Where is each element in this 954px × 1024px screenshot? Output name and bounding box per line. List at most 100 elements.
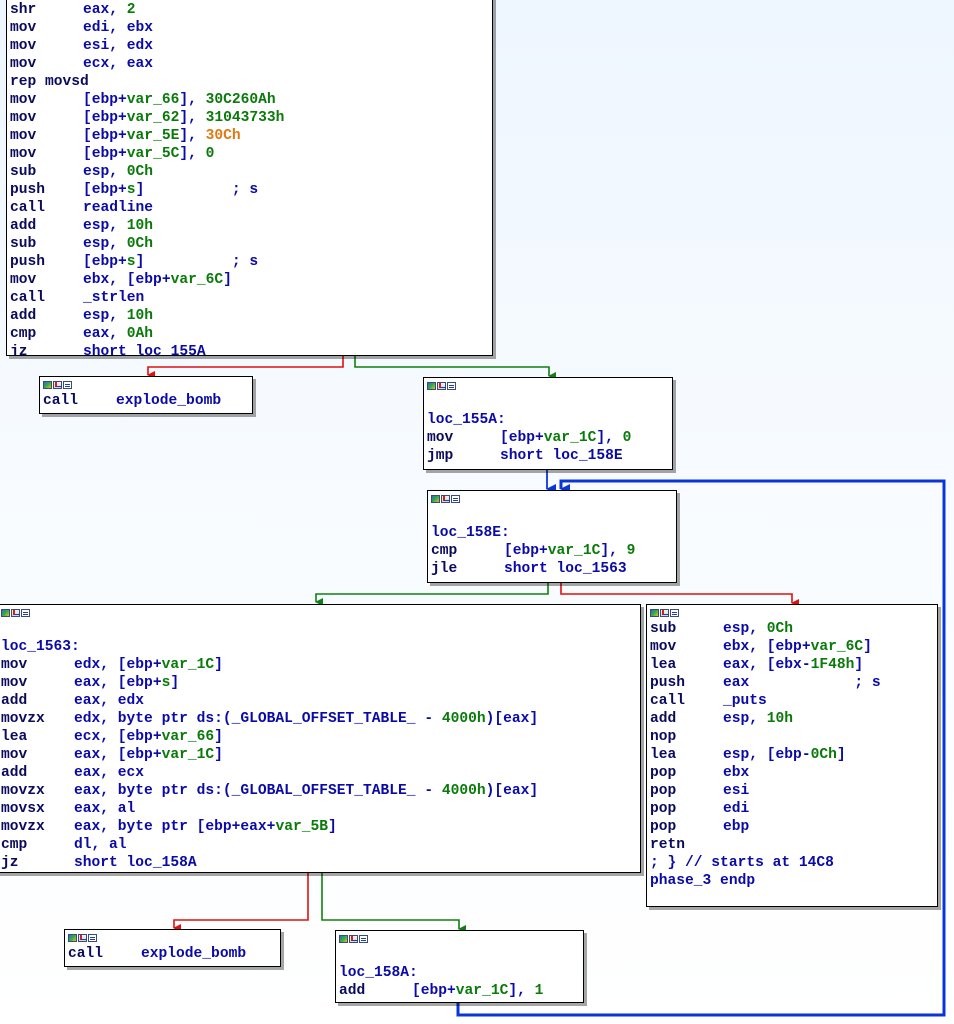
operand-ops[interactable]: ] — [135, 182, 145, 198]
mnemonic[interactable]: mov — [10, 146, 37, 162]
operand-ops[interactable]: eax — [723, 675, 750, 691]
block-header[interactable] — [650, 607, 937, 619]
operand-ops[interactable]: eax, [ebp+ — [74, 675, 162, 691]
operand-ops[interactable]: ], — [179, 146, 206, 162]
operand-num[interactable]: 10h — [126, 218, 154, 234]
mnemonic[interactable]: movzx — [1, 819, 45, 835]
operand-num[interactable]: 10h — [766, 711, 794, 727]
operand-ops[interactable]: ebx — [723, 765, 750, 781]
operand-ops[interactable]: [ebp+ — [83, 92, 127, 108]
text-icon[interactable] — [88, 934, 97, 942]
operand-num[interactable]: 0Ch — [126, 236, 154, 252]
mnemonic[interactable]: call — [68, 946, 104, 962]
asm-line[interactable]: phase_3 endp — [650, 872, 937, 890]
operand-ops[interactable]: ], — [596, 430, 623, 446]
mnemonic[interactable]: mov — [1, 747, 28, 763]
operand-cmt[interactable]: ; s — [749, 675, 881, 691]
mnemonic[interactable]: add — [339, 983, 366, 999]
operand-ops[interactable]: [ebp+ — [504, 543, 548, 559]
color-icon[interactable] — [650, 609, 659, 617]
mnemonic[interactable]: sub — [650, 621, 677, 637]
operand-sym[interactable]: short loc_158A — [74, 855, 197, 871]
operand-sym[interactable]: short loc_155A — [83, 344, 206, 356]
asm-line[interactable]: call_strlen — [10, 289, 492, 307]
asm-line[interactable]: add[ebp+var_1C], 1 — [339, 982, 583, 1000]
asm-line[interactable]: mov[ebp+var_5E], 30Ch — [10, 127, 492, 145]
asm-line[interactable]: rep movsd — [10, 73, 492, 91]
operand-var[interactable]: s — [161, 675, 171, 691]
operand-num[interactable]: 9 — [626, 543, 636, 559]
mnemonic[interactable]: lea — [650, 747, 677, 763]
block-header[interactable] — [427, 380, 672, 392]
mnemonic[interactable]: pop — [650, 783, 677, 799]
chart-icon[interactable] — [78, 934, 87, 942]
asm-line[interactable]: loc_1563: — [1, 638, 640, 656]
operand-ops[interactable]: ebx, [ebp+ — [723, 639, 811, 655]
mnemonic[interactable]: cmp — [431, 543, 458, 559]
operand-var[interactable]: var_6C — [810, 639, 864, 655]
operand-ops[interactable]: eax, byte ptr ds:( — [74, 783, 232, 799]
operand-ops[interactable]: eax, [ebp+ — [74, 747, 162, 763]
operand-ops[interactable]: [ebp+ — [83, 110, 127, 126]
chart-icon[interactable] — [437, 382, 446, 390]
mnemonic[interactable]: push — [10, 254, 46, 270]
asm-line[interactable]: mov[ebp+var_1C], 0 — [427, 429, 672, 447]
operand-var[interactable]: var_1C — [161, 657, 215, 673]
operand-ops[interactable]: eax, — [83, 326, 127, 342]
operand-num[interactable]: 0Ah — [126, 326, 154, 342]
operand-ops[interactable]: esp, — [83, 236, 127, 252]
operand-num[interactable]: 2 — [126, 2, 136, 18]
operand-num[interactable]: 0 — [622, 430, 632, 446]
mnemonic[interactable]: mov — [10, 56, 37, 72]
mnemonic[interactable]: jle — [431, 561, 458, 577]
operand-num[interactable]: 4000h — [441, 711, 486, 727]
operand-ops[interactable]: esi — [723, 783, 750, 799]
operand-ops[interactable]: eax, byte ptr [ebp+eax+ — [74, 819, 276, 835]
mnemonic[interactable]: add — [1, 765, 28, 781]
block-header[interactable] — [43, 379, 252, 391]
operand-var[interactable]: var_5B — [275, 819, 328, 835]
chart-icon[interactable] — [11, 609, 20, 617]
mnemonic[interactable]: nop — [650, 729, 677, 745]
operand-ops[interactable]: eax, al — [74, 801, 136, 817]
code-block-explode-bomb-2[interactable]: call explode_bomb — [64, 929, 281, 967]
operand-var[interactable]: s — [126, 182, 136, 198]
operand-num[interactable]: 0Ch — [126, 164, 154, 180]
operand-ops[interactable]: [ebp+ — [83, 254, 127, 270]
mnemonic[interactable]: lea — [650, 657, 677, 673]
code-label[interactable]: loc_158E: — [431, 525, 510, 541]
operand-var[interactable]: var_1C — [543, 430, 597, 446]
mnemonic[interactable]: mov — [1, 675, 28, 691]
chart-icon[interactable] — [441, 495, 450, 503]
code-label[interactable]: phase_3 endp — [650, 873, 756, 889]
operand-var[interactable]: var_1C — [455, 983, 509, 999]
text-icon[interactable] — [447, 382, 456, 390]
operand-ops[interactable]: edi — [723, 801, 750, 817]
operand-ops[interactable]: [ebp+ — [412, 983, 456, 999]
operand-ops[interactable]: )[eax] — [485, 783, 539, 799]
operand-num[interactable]: 31043733h — [205, 110, 285, 126]
operand-ops[interactable]: ebx, [ebp+ — [83, 272, 171, 288]
operand-var[interactable]: var_5C — [126, 146, 180, 162]
color-icon[interactable] — [339, 935, 348, 943]
operand-sym[interactable]: explode_bomb — [141, 946, 247, 962]
mnemonic[interactable]: call — [650, 693, 686, 709]
